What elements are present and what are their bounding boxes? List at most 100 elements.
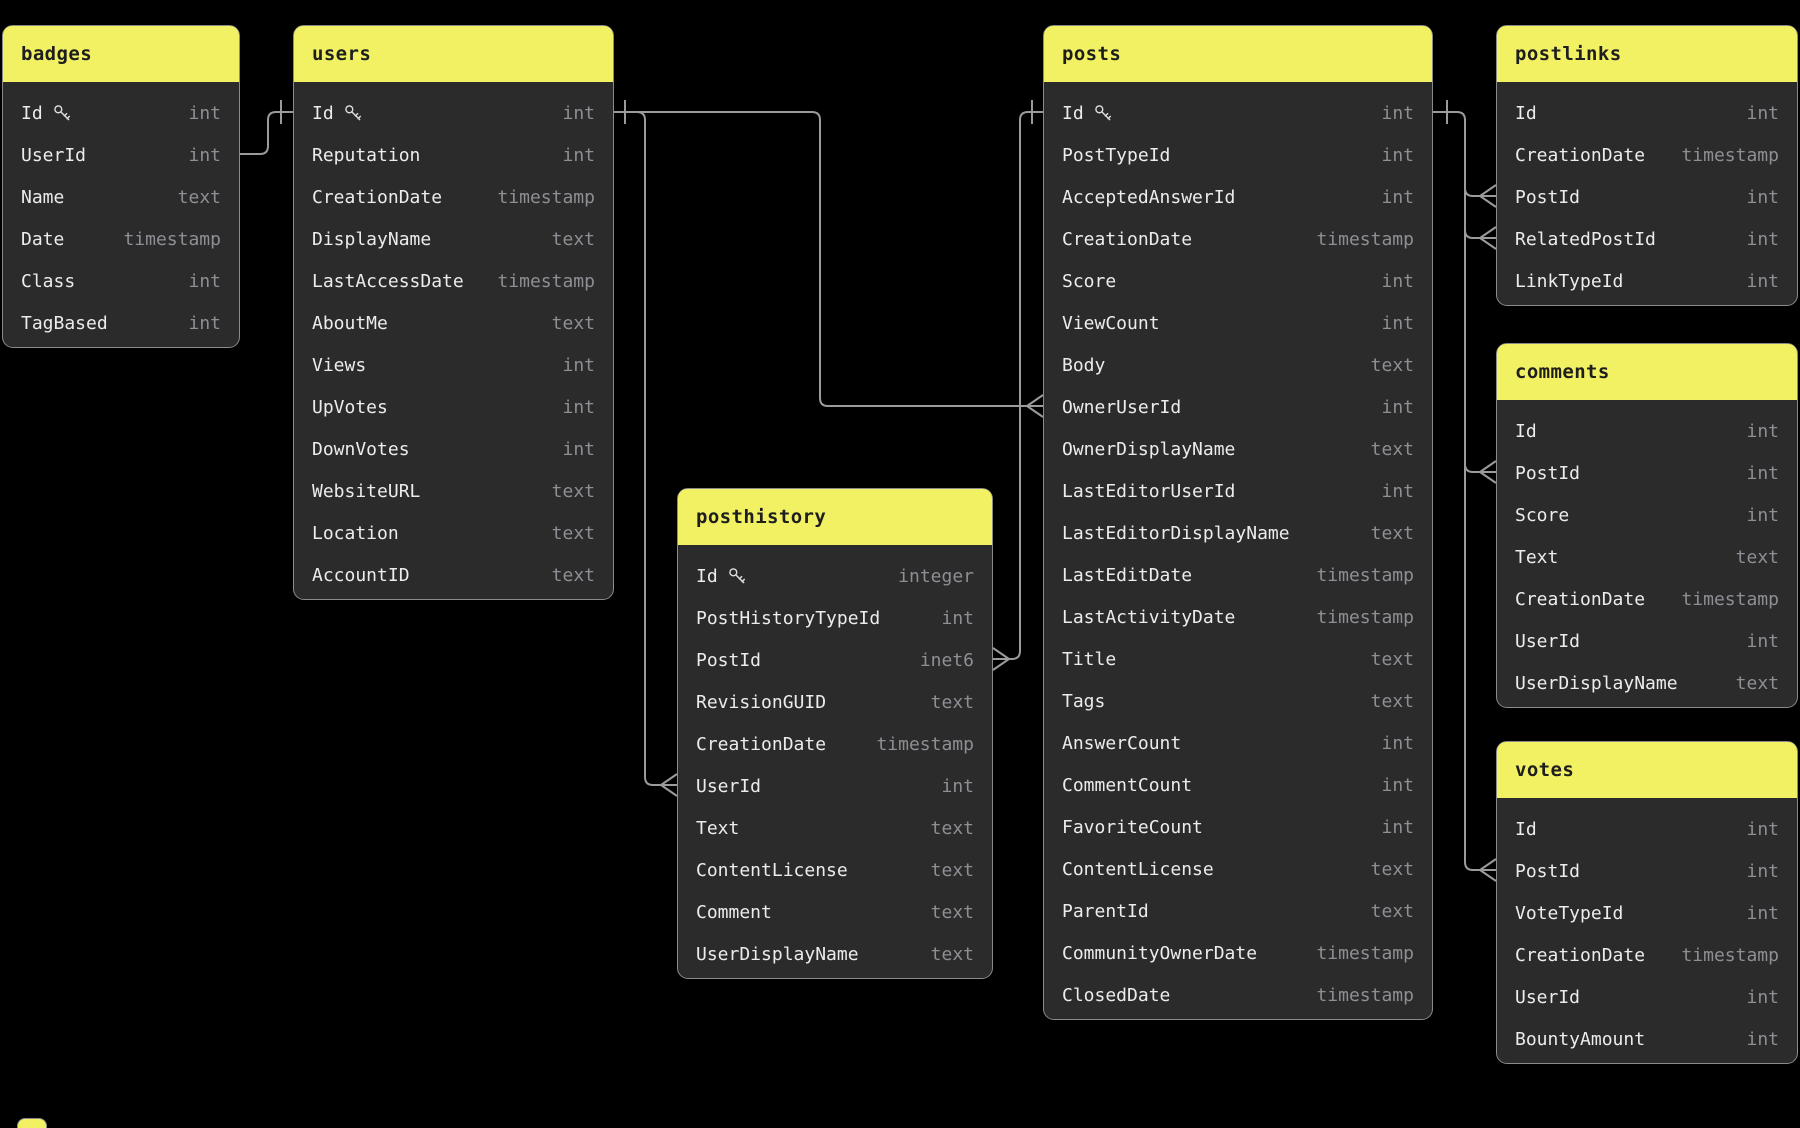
field-name: LastActivityDate bbox=[1062, 607, 1235, 628]
table-header-posthistory[interactable]: posthistory bbox=[678, 489, 992, 545]
table-header-postlinks[interactable]: postlinks bbox=[1497, 26, 1797, 82]
relationship-users-Id-to-posthistory-UserId[interactable] bbox=[614, 111, 678, 797]
field-type: timestamp bbox=[1316, 606, 1414, 628]
relationship-badges-UserId-to-users-Id[interactable] bbox=[240, 100, 293, 155]
relationship-posts-Id-to-votes-PostId[interactable] bbox=[1464, 128, 1497, 882]
field-type: int bbox=[562, 354, 595, 376]
relationship-users-Id-to-posts-OwnerUserId[interactable] bbox=[614, 100, 1044, 418]
field-name: BountyAmount bbox=[1515, 1029, 1645, 1050]
field-name: UserId bbox=[696, 776, 761, 797]
partial-table-header[interactable] bbox=[17, 1118, 47, 1128]
relationship-posts-Id-to-posthistory-PostId[interactable] bbox=[992, 100, 1043, 671]
field-name: CommentCount bbox=[1062, 775, 1192, 796]
table-header-badges[interactable]: badges bbox=[3, 26, 239, 82]
table-header-posts[interactable]: posts bbox=[1044, 26, 1432, 82]
field-name: Id bbox=[1515, 421, 1537, 442]
field-name-text: CreationDate bbox=[1515, 144, 1646, 166]
table-header-votes[interactable]: votes bbox=[1497, 742, 1797, 798]
table-header-comments[interactable]: comments bbox=[1497, 344, 1797, 400]
field-name: Id bbox=[1062, 103, 1113, 124]
field-row-posts-lastactivitydate[interactable]: LastActivityDate timestamp bbox=[1044, 596, 1432, 638]
field-name-text: CreationDate bbox=[1062, 228, 1193, 250]
table-header-users[interactable]: users bbox=[294, 26, 613, 82]
relationship-posts-Id-to-comments-PostId[interactable] bbox=[1464, 128, 1497, 484]
